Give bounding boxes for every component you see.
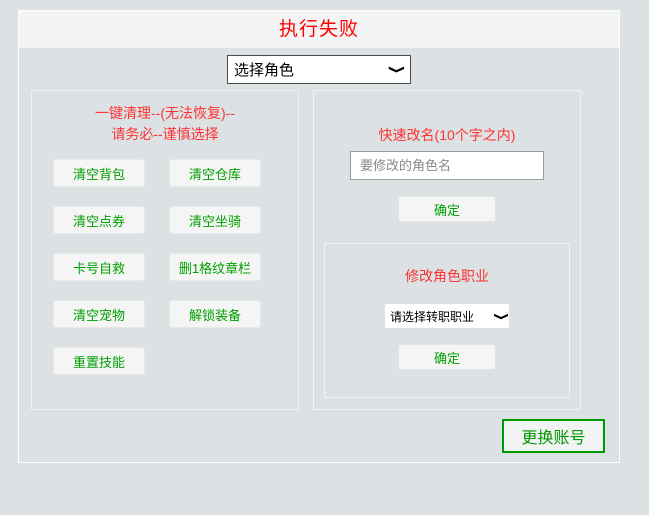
account-selfrescue-button[interactable]: 卡号自救: [53, 253, 145, 281]
rename-and-job-panel: 快速改名(10个字之内) 确定 修改角色职业 请选择转职职业 ❯ 确定: [313, 90, 581, 410]
cleanup-panel: 一键清理--(无法恢复)-- 请务必--谨慎选择 清空背包 清空仓库 清空点券 …: [31, 90, 299, 410]
job-select[interactable]: 请选择转职职业 ❯: [385, 304, 509, 328]
cleanup-button-grid: 清空背包 清空仓库 清空点券 清空坐骑 卡号自救 删1格纹章栏 清空宠物 解锁装…: [32, 159, 298, 375]
job-change-title: 修改角色职业: [405, 268, 489, 284]
rename-panel-title: 快速改名(10个字之内): [378, 127, 516, 143]
delete-emblem-slot-button[interactable]: 删1格纹章栏: [169, 253, 261, 281]
rename-block: 快速改名(10个字之内) 确定: [314, 103, 580, 222]
role-select-value: 选择角色: [234, 61, 295, 79]
clear-warehouse-button[interactable]: 清空仓库: [169, 159, 261, 187]
rename-input[interactable]: [350, 151, 544, 180]
rename-confirm-button[interactable]: 确定: [398, 196, 496, 222]
clear-pet-button[interactable]: 清空宠物: [53, 300, 145, 328]
job-change-confirm-button[interactable]: 确定: [398, 344, 496, 370]
clear-mount-button[interactable]: 清空坐骑: [169, 206, 261, 234]
job-change-panel: 修改角色职业 请选择转职职业 ❯ 确定: [324, 243, 570, 398]
switch-account-button[interactable]: 更换账号: [502, 419, 605, 453]
role-select-row: 选择角色 ❯: [19, 48, 619, 90]
chevron-down-icon: ❯: [493, 311, 509, 321]
clear-backpack-button[interactable]: 清空背包: [53, 159, 145, 187]
clear-points-button[interactable]: 清空点券: [53, 206, 145, 234]
footer-bar: 更换账号: [19, 410, 619, 462]
header-bar: 执行失败: [19, 11, 619, 48]
reset-skill-button[interactable]: 重置技能: [53, 347, 145, 375]
chevron-down-icon: ❯: [388, 64, 406, 74]
cleanup-title-line-2: 请务必--谨慎选择: [111, 126, 219, 142]
page-title: 执行失败: [278, 19, 359, 40]
app-window: 执行失败 选择角色 ❯ 一键清理--(无法恢复)-- 请务必--谨慎选择 清空背…: [18, 10, 620, 463]
panels-row: 一键清理--(无法恢复)-- 请务必--谨慎选择 清空背包 清空仓库 清空点券 …: [19, 90, 619, 410]
cleanup-panel-title: 一键清理--(无法恢复)-- 请务必--谨慎选择: [32, 103, 298, 145]
unlock-equipment-button[interactable]: 解锁装备: [169, 300, 261, 328]
role-select[interactable]: 选择角色 ❯: [227, 54, 411, 84]
job-select-value: 请选择转职职业: [390, 309, 475, 324]
cleanup-title-line-1: 一键清理--(无法恢复)--: [95, 105, 235, 121]
